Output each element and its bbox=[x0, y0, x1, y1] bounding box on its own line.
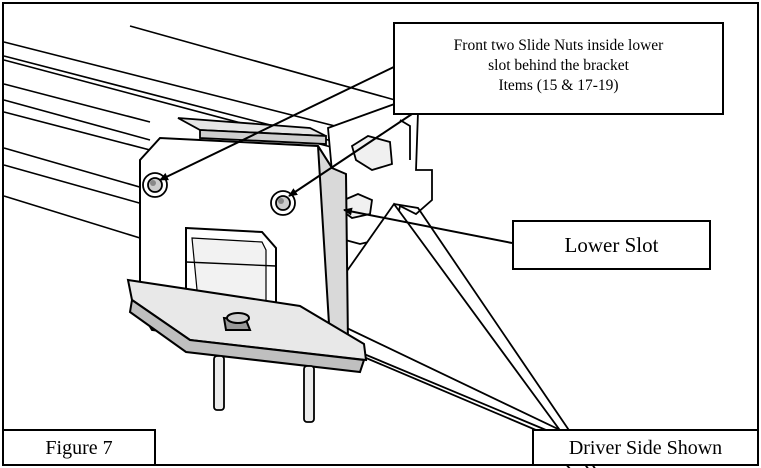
leader-to-right-nut bbox=[288, 113, 413, 197]
lower-slot-callout: Lower Slot bbox=[512, 220, 711, 270]
slide-nuts-callout-line1: Front two Slide Nuts inside lower bbox=[453, 37, 664, 54]
driver-side-label: Driver Side Shown bbox=[532, 429, 759, 466]
rail-line-7 bbox=[3, 147, 151, 191]
slide-nut-bolts bbox=[142, 172, 296, 216]
threaded-studs bbox=[213, 355, 315, 423]
rail-line-6 bbox=[3, 111, 151, 151]
slide-nuts-callout: Front two Slide Nuts inside lower slot b… bbox=[393, 22, 724, 115]
window-shelf bbox=[185, 261, 277, 267]
rail-lower-edge bbox=[3, 195, 141, 239]
leader-to-lower-slot bbox=[343, 207, 513, 244]
rail-line-5 bbox=[3, 99, 151, 141]
upper-slot bbox=[350, 135, 393, 171]
rail-line-8 bbox=[3, 164, 151, 207]
bolt-right bbox=[270, 190, 296, 216]
bracket-top-tab bbox=[177, 117, 327, 145]
foot-bolt-top bbox=[226, 312, 250, 324]
rail-top-edge bbox=[3, 41, 391, 141]
stud-right bbox=[303, 365, 315, 423]
profile-rib bbox=[399, 119, 411, 160]
clamp-foot bbox=[126, 278, 368, 374]
bracket-side-face bbox=[317, 145, 350, 346]
leader-to-left-nut bbox=[159, 63, 401, 181]
slide-nuts-callout-line3: Items (15 & 17-19) bbox=[498, 77, 619, 94]
rail-line-4 bbox=[3, 83, 151, 123]
slide-nuts-callout-line2: slot behind the bracket bbox=[488, 57, 629, 74]
leader-lines bbox=[159, 63, 513, 244]
rail-end-profile bbox=[327, 101, 433, 245]
figure-number-label: Figure 7 bbox=[2, 429, 156, 466]
stud-left bbox=[213, 355, 225, 411]
